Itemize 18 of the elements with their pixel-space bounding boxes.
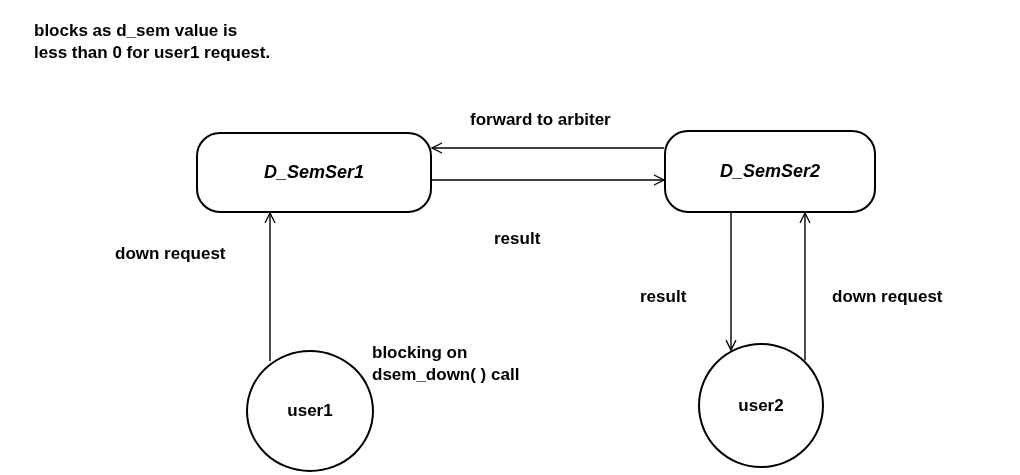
edge-label: forward to arbiter <box>470 109 612 131</box>
note-text: blocks as d_sem value is less than 0 for user1 request. <box>34 20 272 65</box>
edge-label: result <box>494 228 542 250</box>
arrow <box>799 212 811 362</box>
edge-label: down request <box>115 243 227 265</box>
arrow <box>431 142 665 154</box>
arrow <box>725 212 737 351</box>
arrow <box>431 174 665 186</box>
state-box <box>664 130 876 213</box>
note-text: blocking on dsem_down( ) call <box>372 342 521 387</box>
node-label: user2 <box>738 395 784 416</box>
node-label: user1 <box>287 401 333 421</box>
arrow <box>264 212 276 362</box>
node-label: D_SemSer2 <box>719 161 821 182</box>
edge-label: down request <box>832 286 944 308</box>
state-box <box>196 132 432 213</box>
node-label: D_SemSer1 <box>263 162 365 183</box>
edge-label: result <box>640 286 688 308</box>
